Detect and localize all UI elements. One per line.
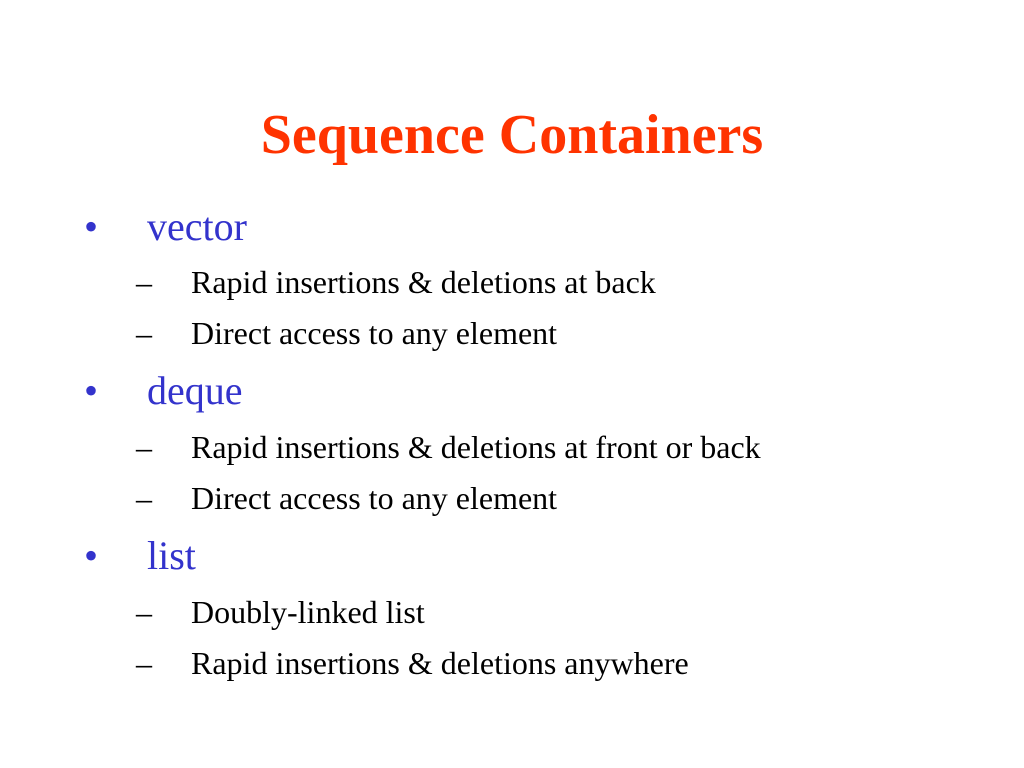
dash-marker: – [136, 429, 152, 465]
slide-title: Sequence Containers [260, 104, 764, 166]
bullet-label: vector [147, 204, 247, 249]
bullet-marker: • [84, 204, 99, 249]
bullet-label: deque [147, 368, 243, 413]
bullet-marker: • [84, 533, 99, 578]
dash-marker: – [136, 645, 152, 681]
sub-item-label: Direct access to any element [191, 315, 558, 351]
sub-item-label: Rapid insertions & deletions at back [191, 264, 656, 300]
sub-item-label: Direct access to any element [191, 480, 558, 516]
sub-item-label: Rapid insertions & deletions anywhere [191, 645, 689, 681]
dash-marker: – [136, 264, 152, 300]
dash-marker: – [136, 480, 152, 516]
dash-marker: – [136, 315, 152, 351]
bullet-label: list [147, 533, 196, 578]
sub-item-label: Rapid insertions & deletions at front or… [191, 429, 761, 465]
sub-item-label: Doubly-linked list [191, 594, 425, 630]
dash-marker: – [136, 594, 152, 630]
bullet-marker: • [84, 368, 99, 413]
